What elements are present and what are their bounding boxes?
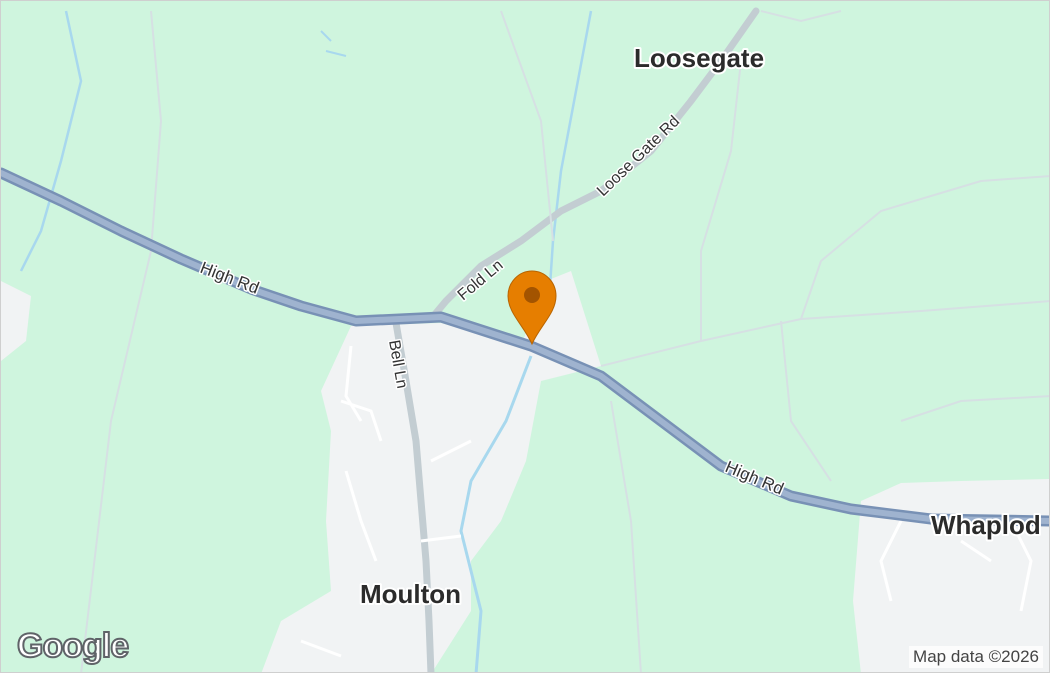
urban-area-whaplode — [853, 479, 1049, 672]
road-high-rd-inner — [1, 170, 1049, 524]
water-pond — [320, 30, 347, 57]
place-label-moulton: Moulton — [360, 579, 461, 609]
track-3 — [800, 175, 1049, 320]
urban-area-moulton — [261, 271, 601, 672]
track-9 — [900, 395, 1049, 422]
track-8 — [760, 10, 842, 23]
place-label-whaplode: Whaplod — [931, 510, 1041, 540]
water-drain — [459, 355, 533, 672]
google-logo: Google — [16, 626, 130, 666]
urban-area-west — [1, 281, 31, 361]
road-bell-ln — [392, 319, 435, 672]
road-loose-gate-rd — [427, 7, 760, 323]
water-stream — [19, 10, 83, 272]
urban-streets — [300, 345, 1033, 658]
track-4 — [610, 400, 642, 672]
track-5 — [780, 320, 832, 482]
water-stream-2 — [547, 10, 593, 302]
map-pin-icon[interactable] — [507, 270, 557, 346]
map-attribution[interactable]: Map data ©2026 — [909, 646, 1043, 668]
place-label-loosegate: Loosegate — [634, 43, 764, 73]
track-2 — [700, 60, 742, 341]
track-7 — [500, 10, 554, 242]
